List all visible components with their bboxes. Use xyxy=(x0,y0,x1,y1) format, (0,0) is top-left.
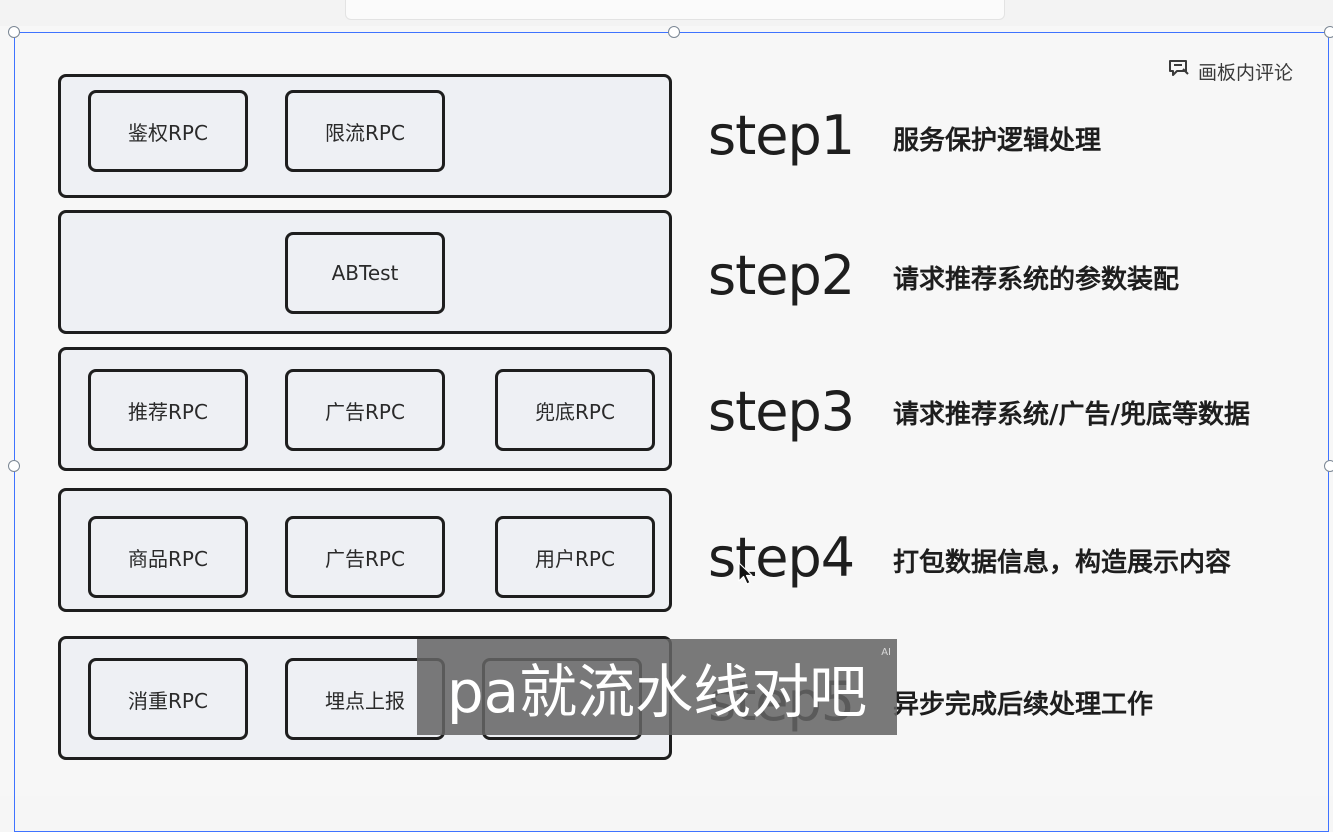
resize-handle-top-left[interactable] xyxy=(8,26,20,38)
top-toolbar xyxy=(0,0,1333,26)
step3-description: 请求推荐系统/广告/兜底等数据 xyxy=(893,400,1250,430)
node-ad-rpc[interactable]: 广告RPC xyxy=(285,369,445,451)
step2-label: step2 xyxy=(708,244,855,307)
mouse-cursor-icon xyxy=(738,562,754,590)
node-auth-rpc[interactable]: 鉴权RPC xyxy=(88,90,248,172)
step5-description: 异步完成后续处理工作 xyxy=(893,690,1154,720)
step1-description: 服务保护逻辑处理 xyxy=(893,126,1102,156)
toolbar-controls[interactable] xyxy=(345,0,1005,20)
step1-container[interactable]: 鉴权RPC 限流RPC xyxy=(58,74,672,198)
step4-container[interactable]: 商品RPC 广告RPC 用户RPC xyxy=(58,488,672,612)
node-abtest[interactable]: ABTest xyxy=(285,232,445,314)
node-dedup-rpc[interactable]: 消重RPC xyxy=(88,658,248,740)
node-recommend-rpc[interactable]: 推荐RPC xyxy=(88,369,248,451)
step4-description: 打包数据信息，构造展示内容 xyxy=(893,548,1232,578)
step3-container[interactable]: 推荐RPC 广告RPC 兜底RPC xyxy=(58,347,672,471)
video-subtitle: pa就流水线对吧 AI xyxy=(417,639,897,735)
resize-handle-middle-left[interactable] xyxy=(8,460,20,472)
subtitle-text: pa就流水线对吧 xyxy=(446,658,868,726)
step1-label: step1 xyxy=(708,104,855,167)
step2-container[interactable]: ABTest xyxy=(58,210,672,334)
step3-label: step3 xyxy=(708,380,855,443)
board-comment-label: 画板内评论 xyxy=(1198,61,1294,84)
node-ad-rpc-2[interactable]: 广告RPC xyxy=(285,516,445,598)
ai-badge: AI xyxy=(881,647,891,658)
board-comment-button[interactable]: 画板内评论 xyxy=(1168,58,1293,84)
resize-handle-top-center[interactable] xyxy=(668,26,680,38)
node-product-rpc[interactable]: 商品RPC xyxy=(88,516,248,598)
node-ratelimit-rpc[interactable]: 限流RPC xyxy=(285,90,445,172)
resize-handle-top-right[interactable] xyxy=(1324,26,1333,38)
step4-label: step4 xyxy=(708,526,855,589)
node-user-rpc[interactable]: 用户RPC xyxy=(495,516,655,598)
comment-icon xyxy=(1168,59,1190,84)
step2-description: 请求推荐系统的参数装配 xyxy=(893,265,1180,295)
resize-handle-middle-right[interactable] xyxy=(1324,460,1333,472)
node-fallback-rpc[interactable]: 兜底RPC xyxy=(495,369,655,451)
